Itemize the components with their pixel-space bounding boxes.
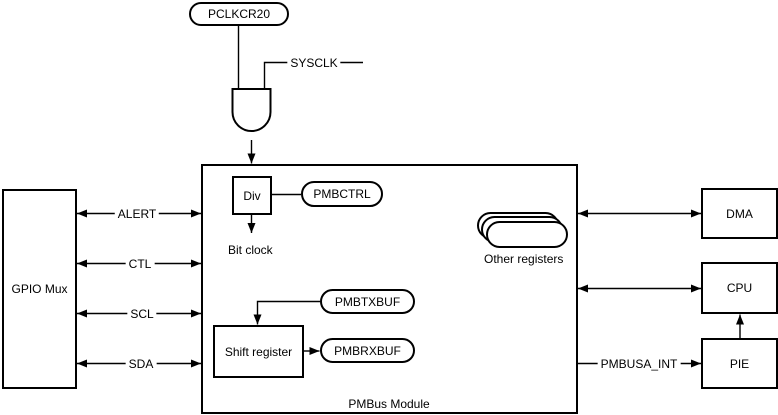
dma-label: DMA — [726, 206, 753, 221]
cpu-block: CPU — [701, 262, 778, 314]
pclkcr20-label: PCLKCR20 — [207, 7, 271, 21]
wire-pmbtxbuf-to-shift — [253, 300, 320, 325]
ctl-signal-label: CTL — [125, 257, 155, 271]
sda-signal-label: SDA — [125, 357, 157, 371]
other-registers-pill-front — [486, 221, 568, 248]
pie-block: PIE — [701, 338, 778, 389]
pmbtxbuf-label: PMBTXBUF — [334, 294, 401, 309]
pmbrxbuf-label: PMBRXBUF — [334, 343, 401, 358]
shift-register-block: Shift register — [213, 325, 304, 378]
pmbus-module-title: PMBus Module — [348, 397, 430, 411]
gpio-mux-label: GPIO Mux — [11, 282, 68, 296]
pmbusa-int-label: PMBUSA_INT — [597, 357, 681, 371]
scl-signal-label: SCL — [127, 307, 157, 321]
alert-signal-label: ALERT — [114, 207, 160, 221]
pmbtxbuf-register: PMBTXBUF — [320, 289, 415, 314]
other-registers-label: Other registers — [484, 252, 564, 266]
pie-label: PIE — [729, 356, 750, 371]
pmbrxbuf-register: PMBRXBUF — [320, 338, 415, 363]
pmbus-module-block — [201, 164, 578, 414]
sysclk-label: SYSCLK — [287, 56, 341, 70]
and-gate — [231, 88, 272, 132]
cpu-label: CPU — [726, 281, 753, 295]
pmbctrl-register: PMBCTRL — [301, 181, 383, 207]
bit-clock-label: Bit clock — [228, 243, 273, 257]
pclkcr20-register: PCLKCR20 — [189, 2, 289, 26]
div-block: Div — [232, 176, 272, 215]
div-label: Div — [243, 188, 261, 203]
shift-register-label: Shift register — [224, 344, 293, 359]
dma-block: DMA — [701, 188, 778, 239]
pmbctrl-label: PMBCTRL — [313, 187, 371, 201]
gpio-mux-block: GPIO Mux — [2, 189, 77, 389]
